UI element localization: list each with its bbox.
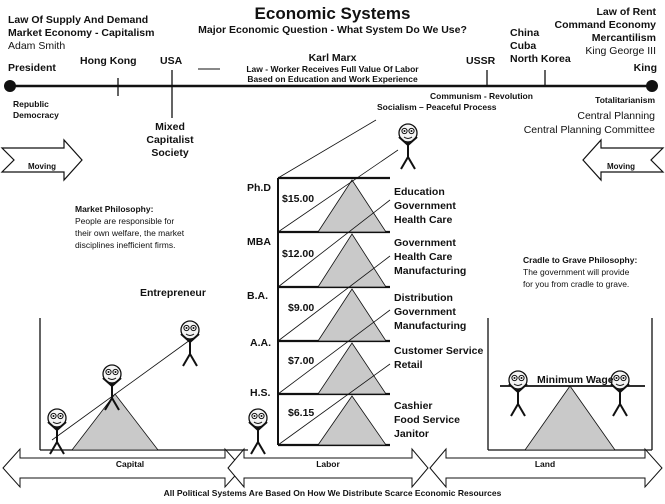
king-label: King [633,62,657,74]
hong-kong-label: Hong Kong [80,55,137,67]
minimum-wage-label: Minimum Wage [537,374,614,386]
wage-value: $15.00 [282,193,315,205]
moving-left-label: Moving [607,162,635,171]
footer-caption: All Political Systems Are Based On How W… [163,488,502,498]
cradle-philosophy-heading: Cradle to Grave Philosophy: [523,255,638,265]
land-triangle [524,385,616,451]
communism-label: Communism - Revolution [430,91,533,101]
stick-figure-icon [610,370,630,417]
job-label: Health Care [394,251,453,263]
mercantilism: Mercantilism [591,32,656,44]
labor-arrow [227,447,429,489]
level-label: A.A. [250,337,271,349]
stick-figure-icon [102,364,122,411]
stick-figure-icon [398,123,418,170]
job-label: Education [394,186,445,198]
command-economy: Command Economy [554,19,656,31]
job-label: Janitor [394,428,430,440]
wage-value: $12.00 [282,248,315,260]
law-of-rent: Law of Rent [596,6,657,18]
job-label: Customer Service [394,345,484,357]
job-label: Food Service [394,414,460,426]
wage-value: $9.00 [288,302,315,314]
totalitarianism-label: Totalitarianism [595,95,655,105]
capital-slope-line [51,339,191,441]
job-label: Health Care [394,214,453,226]
north-korea-label: North Korea [510,53,571,65]
china-label: China [510,27,540,39]
market-philosophy-heading: Market Philosophy: [75,204,154,214]
cradle-philosophy-line: The government will provide [523,267,630,277]
republic-label: Republic [13,99,49,109]
job-label: Distribution [394,292,453,304]
karl-marx-label: Karl Marx [308,52,357,64]
stick-figure-icon [508,370,528,417]
marx-law-label: Law - Worker Receives Full Value Of Labo… [246,64,419,74]
cradle-philosophy-line: for you from cradle to grave. [523,279,630,289]
job-label: Cashier [394,400,433,412]
wage-value: $6.15 [288,407,315,419]
major-question: Major Economic Question - What System Do… [198,24,467,36]
moving-left-arrow [582,138,665,182]
wage-value: $7.00 [288,355,315,367]
level-label: H.S. [250,387,271,399]
capital-label: Capital [115,459,145,469]
ussr-label: USSR [466,55,496,67]
right-end-dot [646,80,658,92]
capital-triangle [71,393,159,451]
level-label: MBA [247,236,271,248]
land-arrow [429,447,663,489]
entrepreneur-label: Entrepreneur [140,287,206,299]
cuba-label: Cuba [510,40,537,52]
ladder-diagonals [277,119,399,446]
market-philosophy-line: disciplines inefficient firms. [75,240,176,250]
president-label: President [8,62,56,74]
law-supply-demand: Law Of Supply And Demand [8,14,149,26]
marx-basis-label: Based on Education and Work Experience [247,74,418,84]
labor-label: Labor [316,459,340,469]
mixed-label: Mixed [155,121,185,133]
king-george: King George III [585,45,656,57]
stick-figures [47,123,630,455]
stick-figure-icon [47,408,67,455]
moving-right-arrow [0,138,83,182]
market-economy: Market Economy - Capitalism [8,27,155,39]
stick-figure-icon [248,408,268,455]
capitalist-label: Capitalist [146,134,194,146]
democracy-label: Democracy [13,110,59,120]
usa-label: USA [160,55,183,67]
job-label: Retail [394,359,423,371]
job-label: Manufacturing [394,265,467,277]
market-philosophy-line: People are responsible for [75,216,175,226]
job-label: Government [394,306,456,318]
level-label: Ph.D [247,182,271,194]
job-label: Government [394,200,456,212]
socialism-label: Socialism – Peaceful Process [377,102,497,112]
level-label: B.A. [247,290,268,302]
central-planning-committee-label: Central Planning Committee [523,124,655,136]
left-end-dot [4,80,16,92]
adam-smith: Adam Smith [8,40,66,52]
land-label: Land [534,459,556,469]
page-title: Economic Systems [254,4,411,23]
job-label: Manufacturing [394,320,467,332]
ladder-triangles [317,179,387,446]
job-label: Government [394,237,456,249]
moving-right-label: Moving [28,162,56,171]
stick-figure-icon [180,320,200,367]
society-label: Society [151,147,189,159]
central-planning-label: Central Planning [577,110,655,122]
market-philosophy-line: their own welfare, the market [75,228,185,238]
